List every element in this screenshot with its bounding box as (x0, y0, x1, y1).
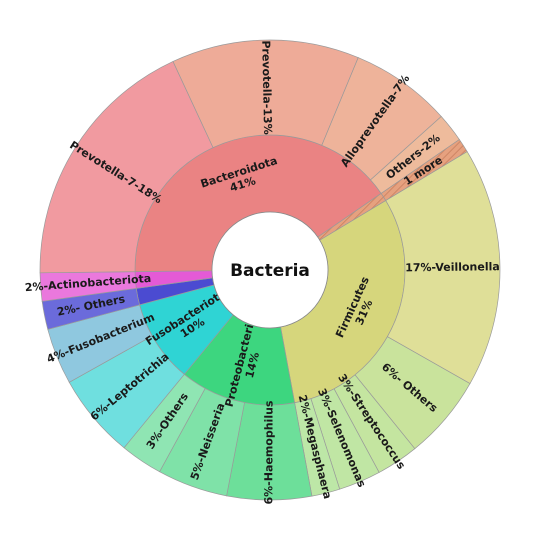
center-hole (211, 211, 329, 329)
root-label: Bacteria (230, 261, 310, 281)
outer-label-17-veillonella: 17%-Veillonella (405, 260, 500, 274)
outer-label-6-haemophilus: 6%-Haemophilus (262, 400, 275, 504)
outer-sector-17-veillonella (385, 151, 501, 385)
inner-ring (134, 134, 406, 406)
outer-ring (39, 39, 501, 501)
outer-label-prevotella-13: Prevotella-13% (259, 40, 274, 135)
outer-sector-1-more (380, 139, 468, 201)
